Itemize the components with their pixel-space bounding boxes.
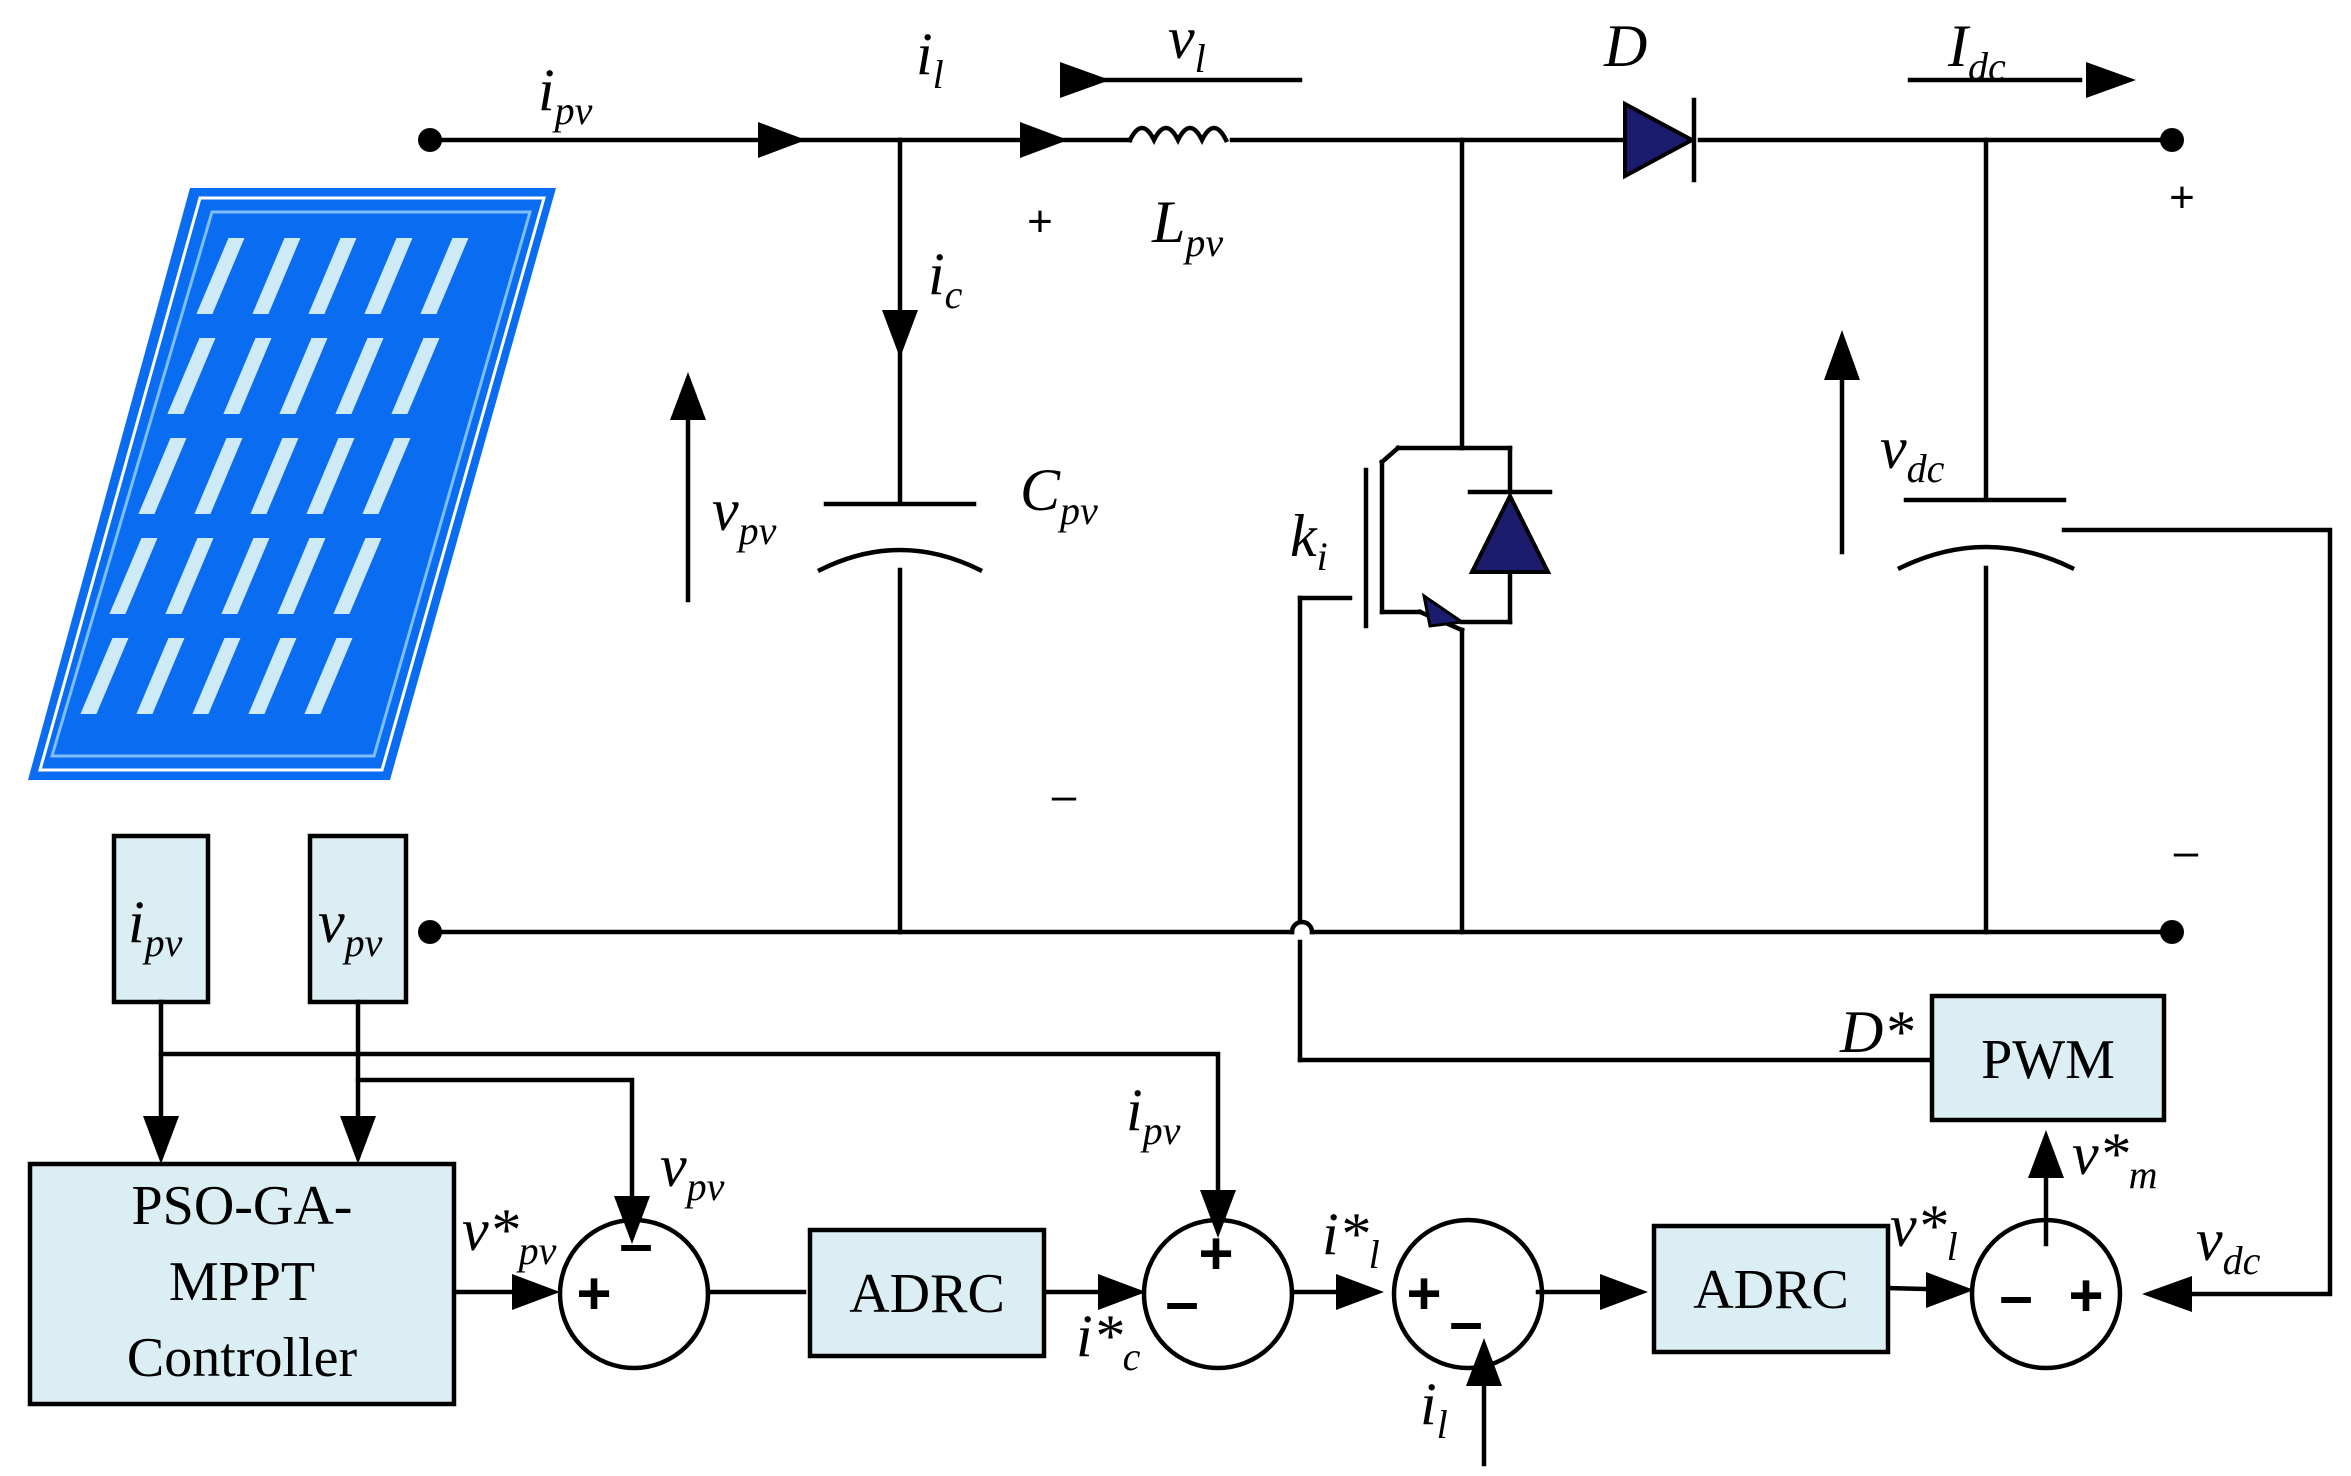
- label-l-pv: Lpv: [1151, 189, 1223, 265]
- freewheel-diode-icon: [1468, 491, 1552, 574]
- adrc-block-1: ADRC: [807, 1227, 1047, 1359]
- panel-cell: [308, 238, 357, 314]
- panel-cell: [306, 438, 355, 514]
- panel-cell: [109, 538, 158, 614]
- svg-text:+: +: [1406, 1260, 1441, 1327]
- summing-junction-2: + –: [1141, 1217, 1295, 1371]
- svg-text:+: +: [1198, 1220, 1233, 1287]
- power-arrows: [670, 62, 2136, 603]
- panel-cell: [223, 338, 272, 414]
- panel-cell: [304, 638, 353, 714]
- label-i-pv-top: ipv: [538, 57, 593, 133]
- signal-dstar: D*: [1839, 999, 1913, 1065]
- svg-text:ipv: ipv: [128, 889, 183, 965]
- signal-istar-l: i*l: [1322, 1201, 1380, 1277]
- panel-cell: [279, 338, 328, 414]
- label-i-l-top: il: [916, 21, 944, 97]
- summing-junction-4: – +: [1969, 1217, 2123, 1371]
- signal-vstar-m: v*m: [2072, 1121, 2158, 1197]
- terminal-output-top: [2160, 128, 2184, 152]
- svg-text:ADRC: ADRC: [849, 1263, 1005, 1325]
- polarity-plus-input: +: [1027, 197, 1053, 246]
- label-i-c: ic: [928, 241, 963, 317]
- signal-vstar-l: v*l: [1890, 1193, 1958, 1269]
- panel-cell: [250, 438, 299, 514]
- panel-cell: [277, 538, 326, 614]
- panel-cell: [165, 538, 214, 614]
- svg-text:PSO-GA-: PSO-GA-: [132, 1175, 353, 1237]
- label-diode-d: D: [1603, 13, 1647, 79]
- inductor-icon: [1126, 125, 1230, 146]
- panel-cell: [138, 438, 187, 514]
- polarity-plus-output: +: [2169, 173, 2195, 222]
- svg-text:–: –: [1999, 1262, 2032, 1329]
- svg-text:+: +: [2068, 1262, 2103, 1329]
- panel-cell: [420, 238, 469, 314]
- summing-junction-1: + –: [557, 1210, 711, 1371]
- sensor-ipv: ipv: [111, 833, 211, 1005]
- panel-cell: [252, 238, 301, 314]
- polarity-minus-input: –: [1052, 771, 1077, 820]
- panel-cell: [391, 338, 440, 414]
- label-v-pv-circuit: vpv: [712, 477, 777, 553]
- panel-cell: [333, 538, 382, 614]
- panel-cell: [335, 338, 384, 414]
- pwm-block: PWM: [1929, 993, 2167, 1123]
- adrc-block-2: ADRC: [1651, 1223, 1891, 1355]
- igbt-emitter-arrow-icon: [1421, 592, 1467, 628]
- svg-text:PWM: PWM: [1981, 1029, 2115, 1091]
- label-c-pv: Cpv: [1020, 457, 1098, 533]
- diode-icon: [1623, 97, 1697, 183]
- svg-text:Controller: Controller: [127, 1327, 358, 1389]
- signal-vstar-pv: v*pv: [462, 1197, 557, 1273]
- signal-vdc-feedback: vdc: [2196, 1207, 2261, 1283]
- svg-text:ADRC: ADRC: [1693, 1259, 1849, 1321]
- label-i-dc: Idc: [1947, 13, 2006, 89]
- panel-cell: [362, 438, 411, 514]
- panel-cell: [167, 338, 216, 414]
- signal-vpv-feedback: vpv: [660, 1133, 725, 1209]
- svg-text:–: –: [1449, 1288, 1482, 1355]
- panel-cell: [136, 638, 185, 714]
- svg-text:MPPT: MPPT: [169, 1251, 315, 1313]
- panel-cell: [80, 638, 129, 714]
- label-k-i: ki: [1290, 503, 1328, 579]
- panel-cell: [248, 638, 297, 714]
- panel-cell: [364, 238, 413, 314]
- summing-junction-3: + –: [1391, 1217, 1545, 1371]
- signal-il-feedback: il: [1420, 1371, 1448, 1447]
- panel-cell: [196, 238, 245, 314]
- polarity-minus-output: –: [2174, 827, 2199, 876]
- terminal-output-bottom: [2160, 920, 2184, 944]
- svg-text:vpv: vpv: [318, 889, 383, 965]
- terminal-input-top: [418, 128, 442, 152]
- terminal-input-bottom: [418, 920, 442, 944]
- panel-cell: [221, 538, 270, 614]
- mppt-controller-block: PSO-GA- MPPT Controller: [27, 1161, 457, 1407]
- svg-text:+: +: [576, 1260, 611, 1327]
- solar-panel-icon: [28, 188, 556, 780]
- label-v-dc-circuit: vdc: [1880, 415, 1945, 491]
- panel-cell: [194, 438, 243, 514]
- sensor-vpv: vpv: [307, 833, 409, 1005]
- signal-ipv-feedback: ipv: [1126, 1077, 1181, 1153]
- svg-text:–: –: [619, 1210, 652, 1277]
- label-v-l: vl: [1168, 5, 1206, 81]
- panel-cell: [192, 638, 241, 714]
- signal-istar-c: i*c: [1076, 1303, 1141, 1379]
- svg-text:–: –: [1165, 1268, 1198, 1335]
